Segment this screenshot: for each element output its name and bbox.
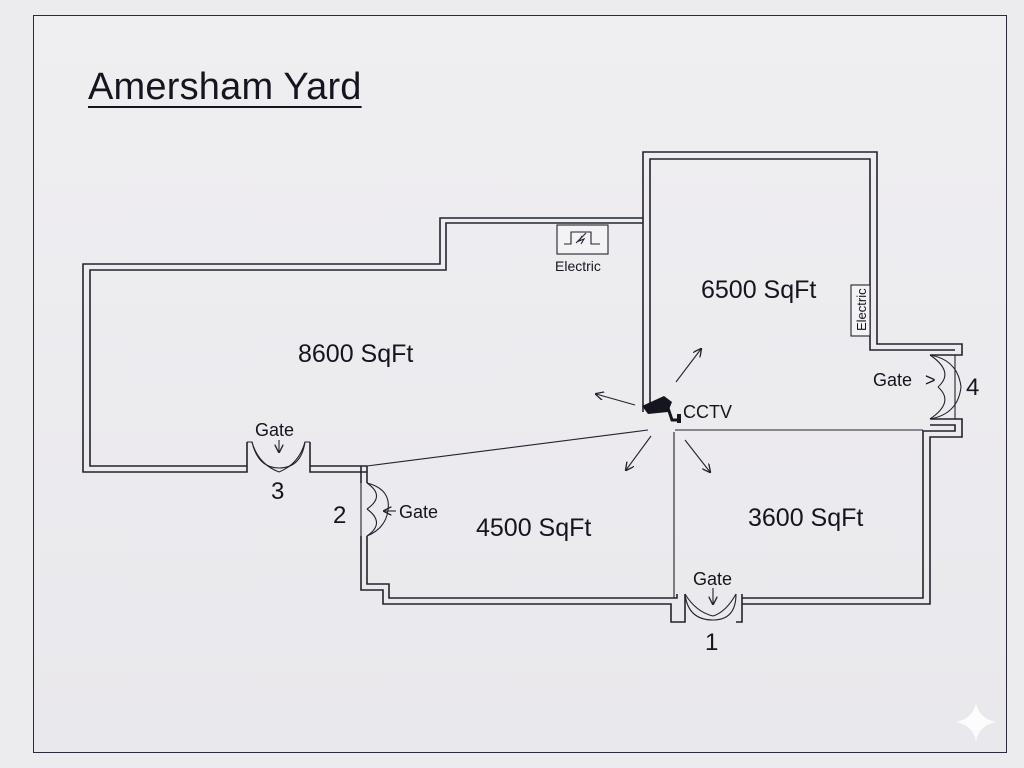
gate-1-label: Gate [693,569,732,589]
gate-1-number: 1 [705,629,718,656]
building-lower [360,429,923,623]
gate-2-number: 2 [333,502,346,529]
cctv-label: CCTV [683,402,732,422]
gate-4[interactable]: Gate > 4 [873,354,979,420]
cctv: CCTV [596,349,732,472]
area-6500-label: 6500 SqFt [701,276,816,304]
gate-4-number: 4 [966,374,979,401]
page-title: Amersham Yard [88,66,362,108]
electric-top-label: Electric [555,258,601,274]
gate-3[interactable]: Gate 3 [247,420,310,505]
building-6500 [642,151,963,605]
cctv-camera-icon [642,396,681,423]
electric-side-label: Electric [854,288,869,331]
sparkle-icon [956,702,996,742]
gate-3-label: Gate [255,420,294,440]
gate-3-number: 3 [271,478,284,505]
gate-1[interactable]: Gate 1 [684,569,737,656]
building-8600 [82,217,643,473]
electric-panel-icon [564,231,600,245]
plan-sheet [33,15,1007,753]
gate-4-arrow: > [925,370,936,390]
area-8600-label: 8600 SqFt [298,340,413,368]
gate-2-label: Gate [399,502,438,522]
gate-4-label: Gate [873,370,912,390]
gate-2[interactable]: Gate 2 [333,482,438,537]
area-3600-label: 3600 SqFt [748,504,863,532]
electric-panel-side: Electric [850,284,871,337]
area-4500-label: 4500 SqFt [476,514,591,542]
electric-panel-top: Electric [555,224,609,274]
